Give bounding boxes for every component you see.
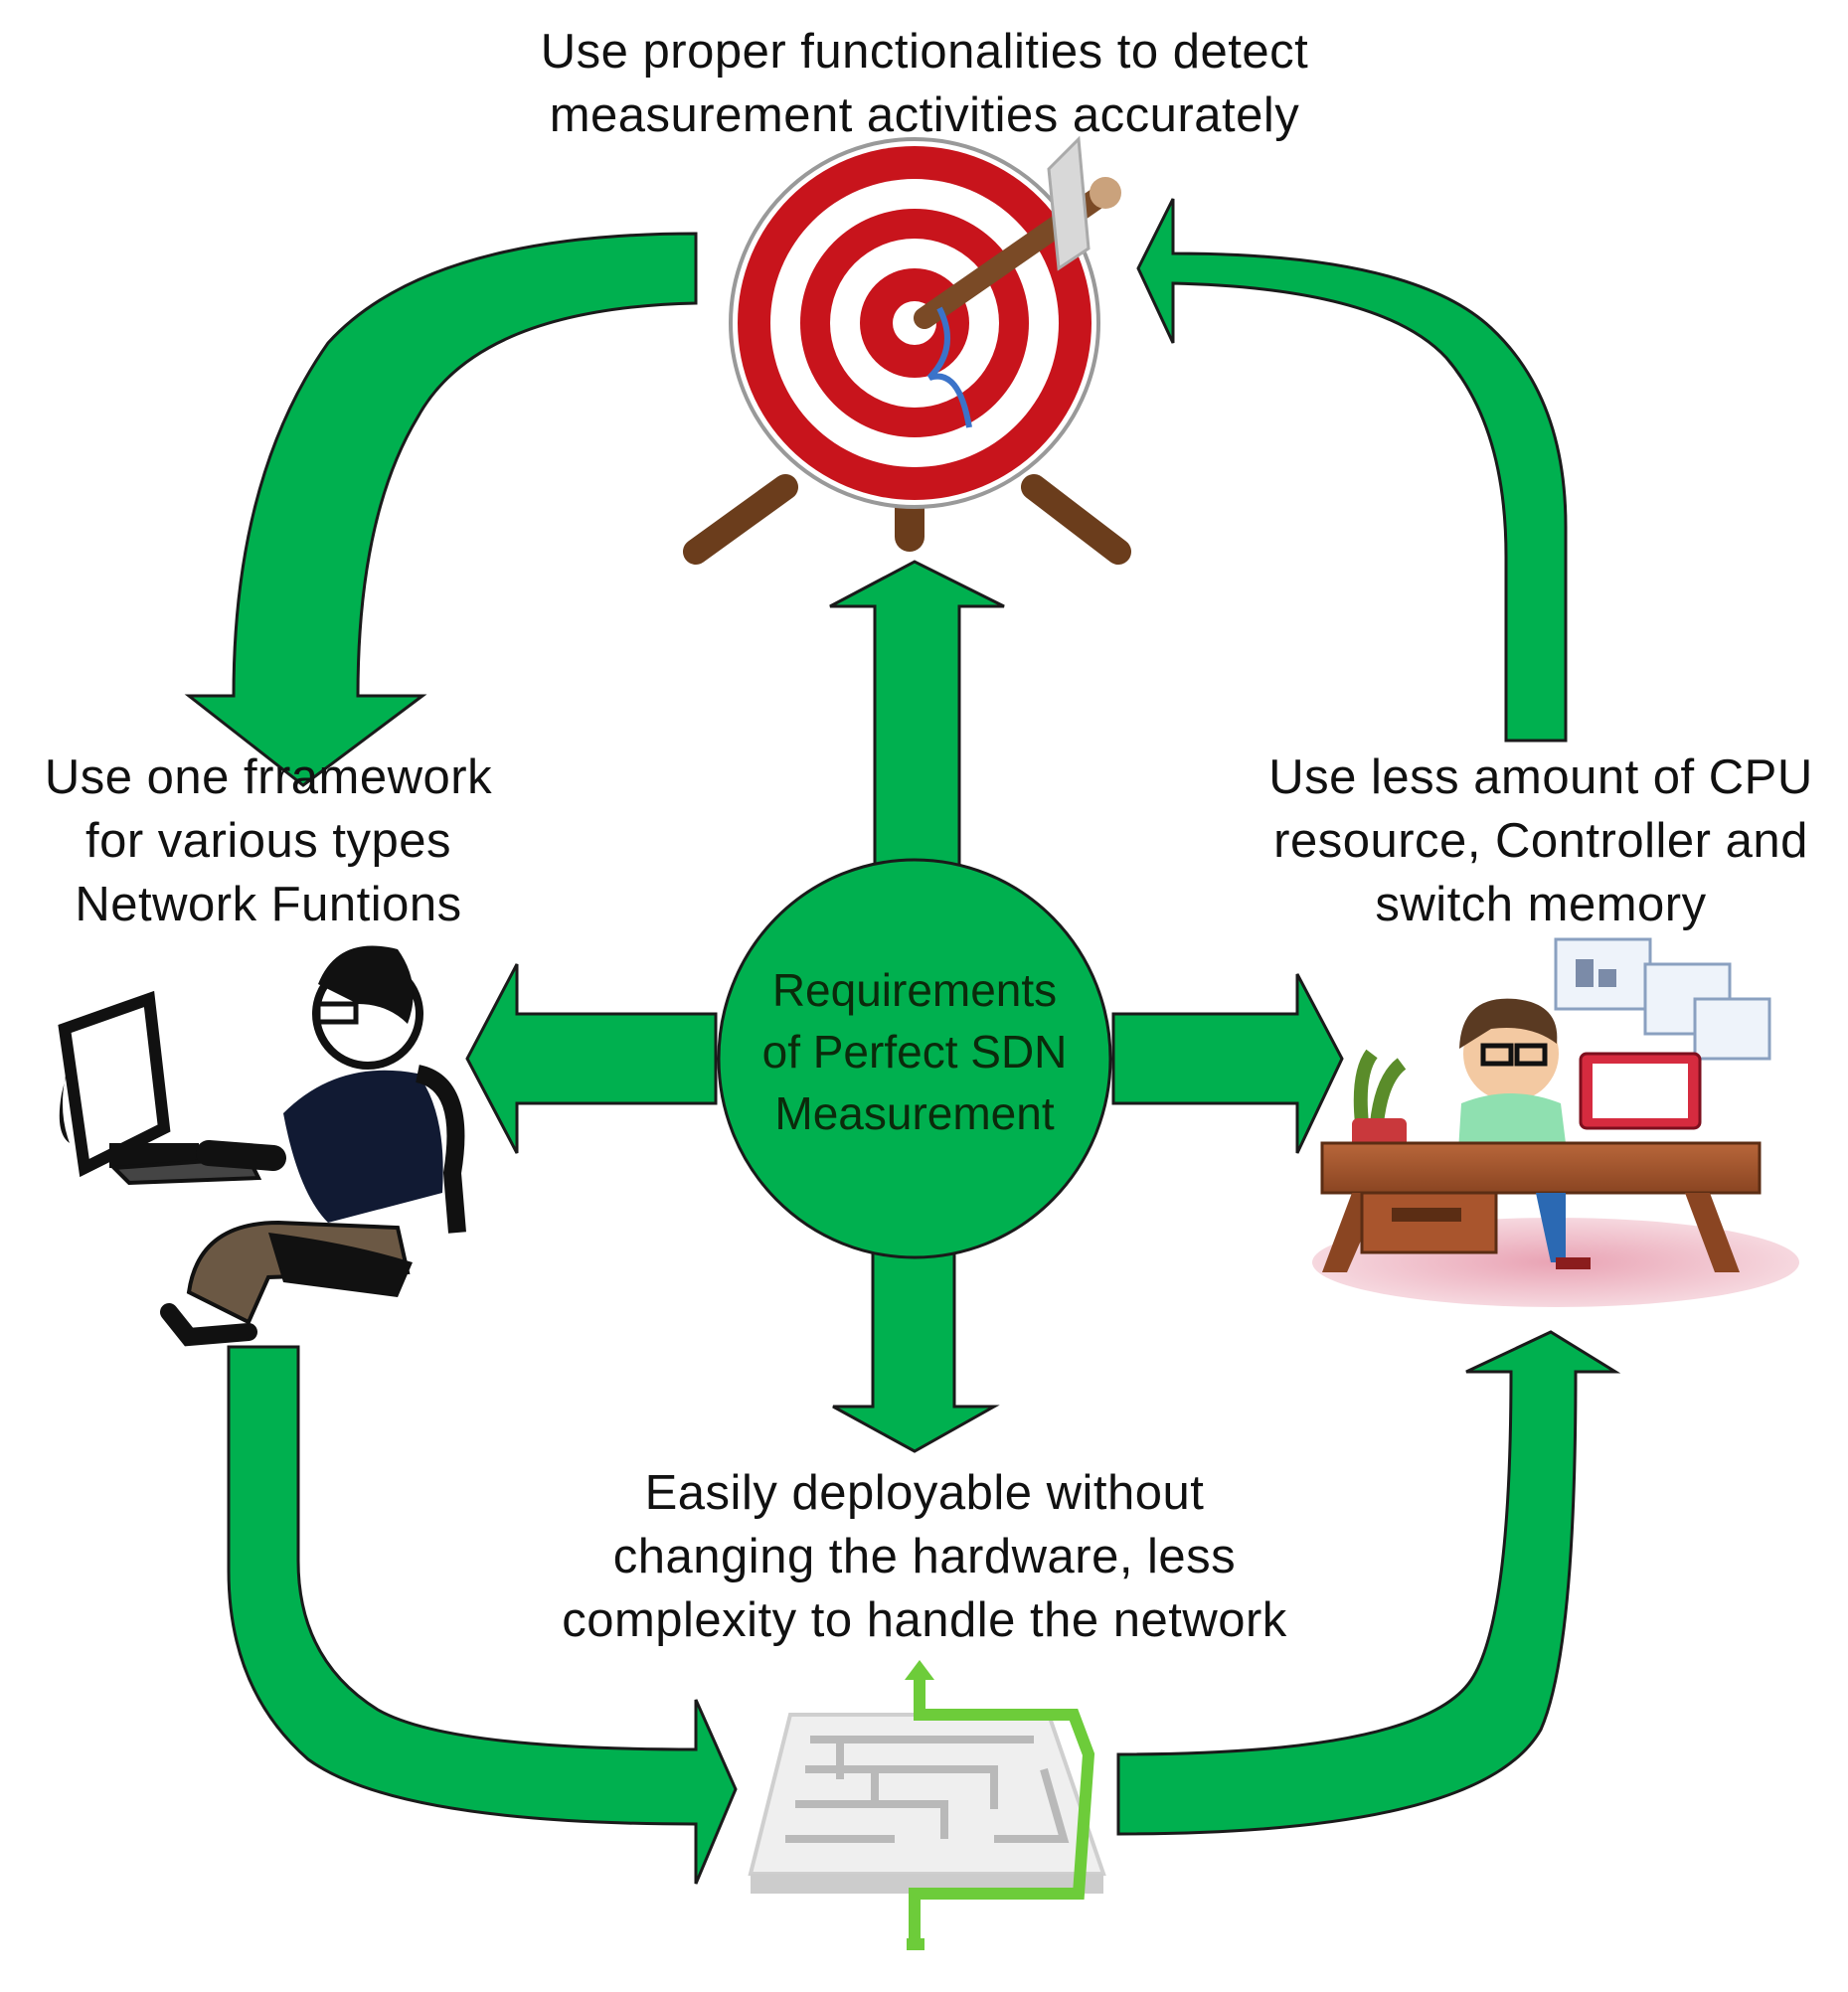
requirement-right-line-1: Use less amount of CPU: [1268, 750, 1813, 804]
requirement-bottom-line-1: Easily deployable without: [644, 1466, 1205, 1520]
requirement-bottom-label: Easily deployable without changing the h…: [457, 1461, 1392, 1652]
requirement-left-label: Use one frramework for various types Net…: [0, 746, 537, 936]
requirement-bottom-line-2: changing the hardware, less: [612, 1530, 1237, 1583]
target-icon: [683, 135, 1131, 565]
cycle-arrows: [184, 198, 1621, 1885]
requirement-right-label: Use less amount of CPU resource, Control…: [1233, 746, 1848, 936]
requirement-top-line-2: measurement activities accurately: [549, 88, 1300, 142]
computer-user-icon: [58, 945, 466, 1347]
office-worker-icon: [1312, 937, 1799, 1307]
center-circle: [717, 858, 1112, 1259]
arrow-center-left: [465, 963, 718, 1154]
center-title-line-2: of Perfect SDN: [761, 1026, 1068, 1078]
arrow-top-to-left: [184, 232, 698, 787]
requirement-left-line-3: Network Funtions: [75, 878, 462, 931]
center-title: Requirements of Perfect SDN Measurement: [706, 959, 1123, 1144]
arrow-center-up: [829, 560, 1005, 897]
requirement-top-label: Use proper functionalities to detect mea…: [427, 20, 1422, 147]
arrow-center-right: [1111, 973, 1344, 1154]
center-arrows: [465, 560, 1344, 1453]
requirement-right-line-3: switch memory: [1375, 878, 1707, 931]
maze-icon: [748, 1660, 1106, 1950]
arrow-left-to-bottom: [227, 1345, 738, 1885]
center-title-line-1: Requirements: [771, 964, 1058, 1016]
requirement-top-line-1: Use proper functionalities to detect: [540, 25, 1309, 79]
arrow-bottom-to-right: [1116, 1330, 1621, 1836]
center-title-line-3: Measurement: [774, 1087, 1055, 1139]
requirement-bottom-line-3: complexity to handle the network: [562, 1593, 1287, 1647]
requirement-left-line-1: Use one frramework: [44, 750, 493, 804]
requirement-left-line-2: for various types: [85, 814, 451, 868]
arrow-center-down: [832, 1231, 1000, 1453]
arrow-right-to-top: [1136, 198, 1568, 743]
requirement-right-line-2: resource, Controller and: [1273, 814, 1808, 868]
